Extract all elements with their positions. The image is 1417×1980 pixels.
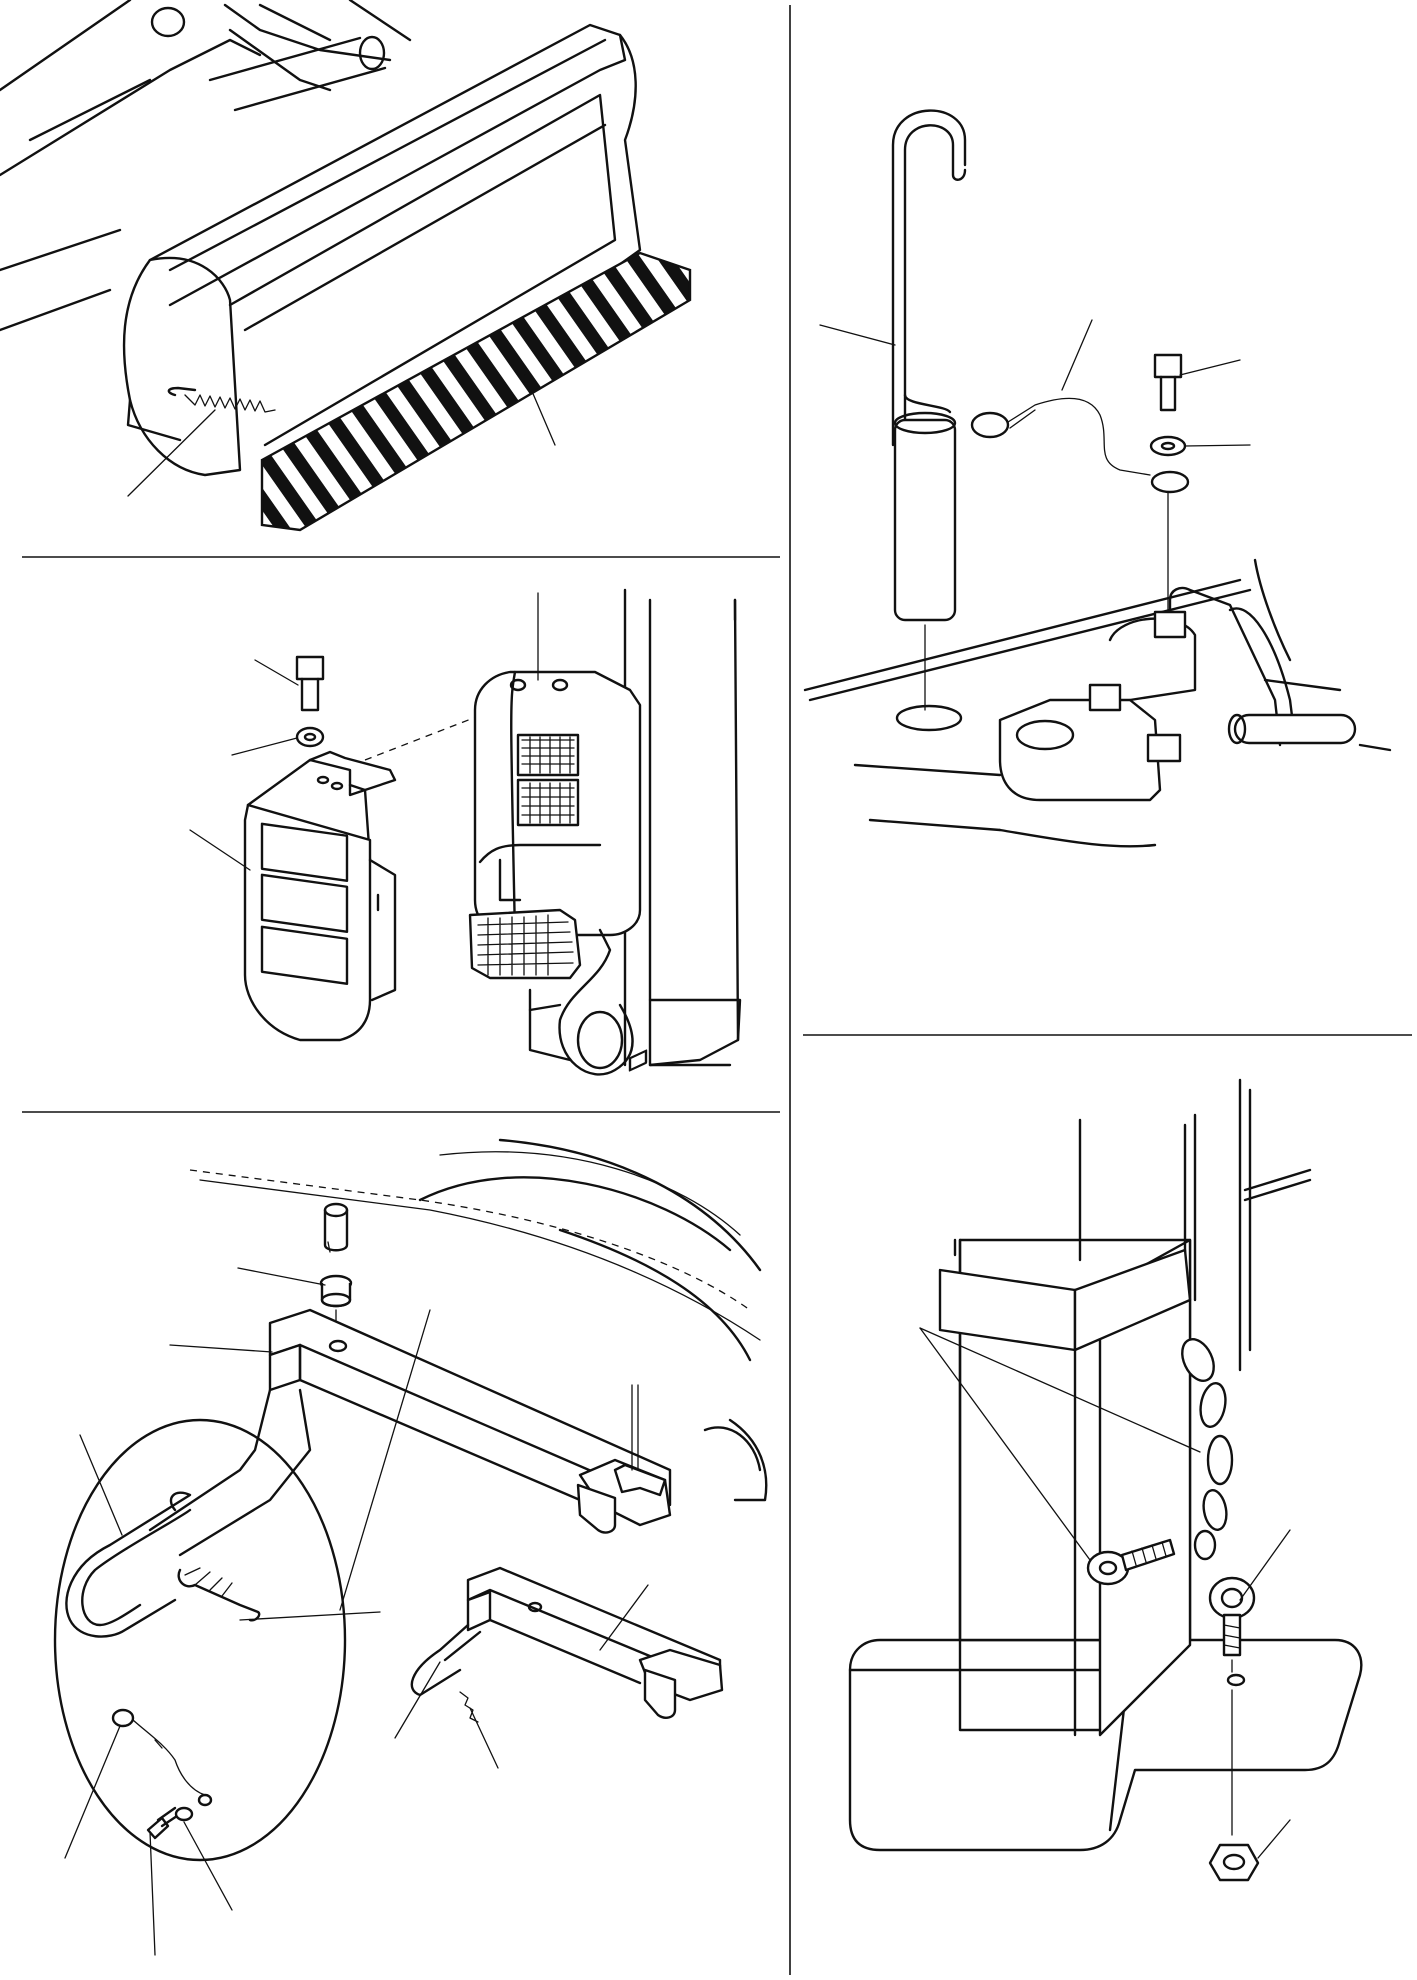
leader-line [819, 324, 896, 346]
washer [174, 1806, 194, 1822]
leader-line [79, 1434, 123, 1536]
leader-line [469, 1707, 499, 1769]
leader-line [183, 1821, 233, 1911]
leader-line [64, 1725, 121, 1859]
pin-removal-hook-panel [803, 109, 1392, 848]
leader-line [237, 1267, 326, 1286]
leader-line [394, 1661, 441, 1739]
leader-line [339, 1309, 431, 1611]
hex-bolt [295, 655, 325, 712]
leader-line [149, 1831, 156, 1956]
hex-nut [1208, 1843, 1260, 1882]
leader-line [599, 1584, 649, 1651]
detail-circle [53, 1418, 347, 1862]
travel-lock-bar-panel [53, 1049, 768, 1956]
leader-line [919, 1327, 1201, 1453]
washer [295, 726, 325, 748]
leader-line [1184, 444, 1251, 447]
leader-line [1239, 1529, 1291, 1601]
leader-line [919, 1327, 1091, 1561]
chain-link [1181, 1338, 1234, 1561]
leader-line [189, 829, 251, 871]
mast-chain-anchor-panel [848, 1078, 1363, 1882]
washer [970, 411, 1010, 439]
lamp-guard-panel [189, 588, 742, 1076]
leader-line [1061, 319, 1093, 391]
leader-line [1257, 1819, 1291, 1859]
leader-line [1179, 359, 1241, 376]
leader-line [231, 737, 298, 756]
eye-bolt [1086, 1538, 1176, 1586]
leader-line [254, 659, 299, 686]
bucket-edge-guard-panel [0, 0, 692, 532]
leader-line [524, 374, 556, 446]
leader-line [127, 409, 216, 497]
eye-bolt [1208, 1576, 1256, 1657]
edge-guard-stripe [260, 251, 692, 532]
leader-line [239, 1611, 381, 1621]
panel-dividers [22, 5, 1412, 1975]
leader-line [169, 1344, 273, 1353]
hex-bolt [1153, 353, 1183, 412]
washer [1149, 435, 1187, 457]
